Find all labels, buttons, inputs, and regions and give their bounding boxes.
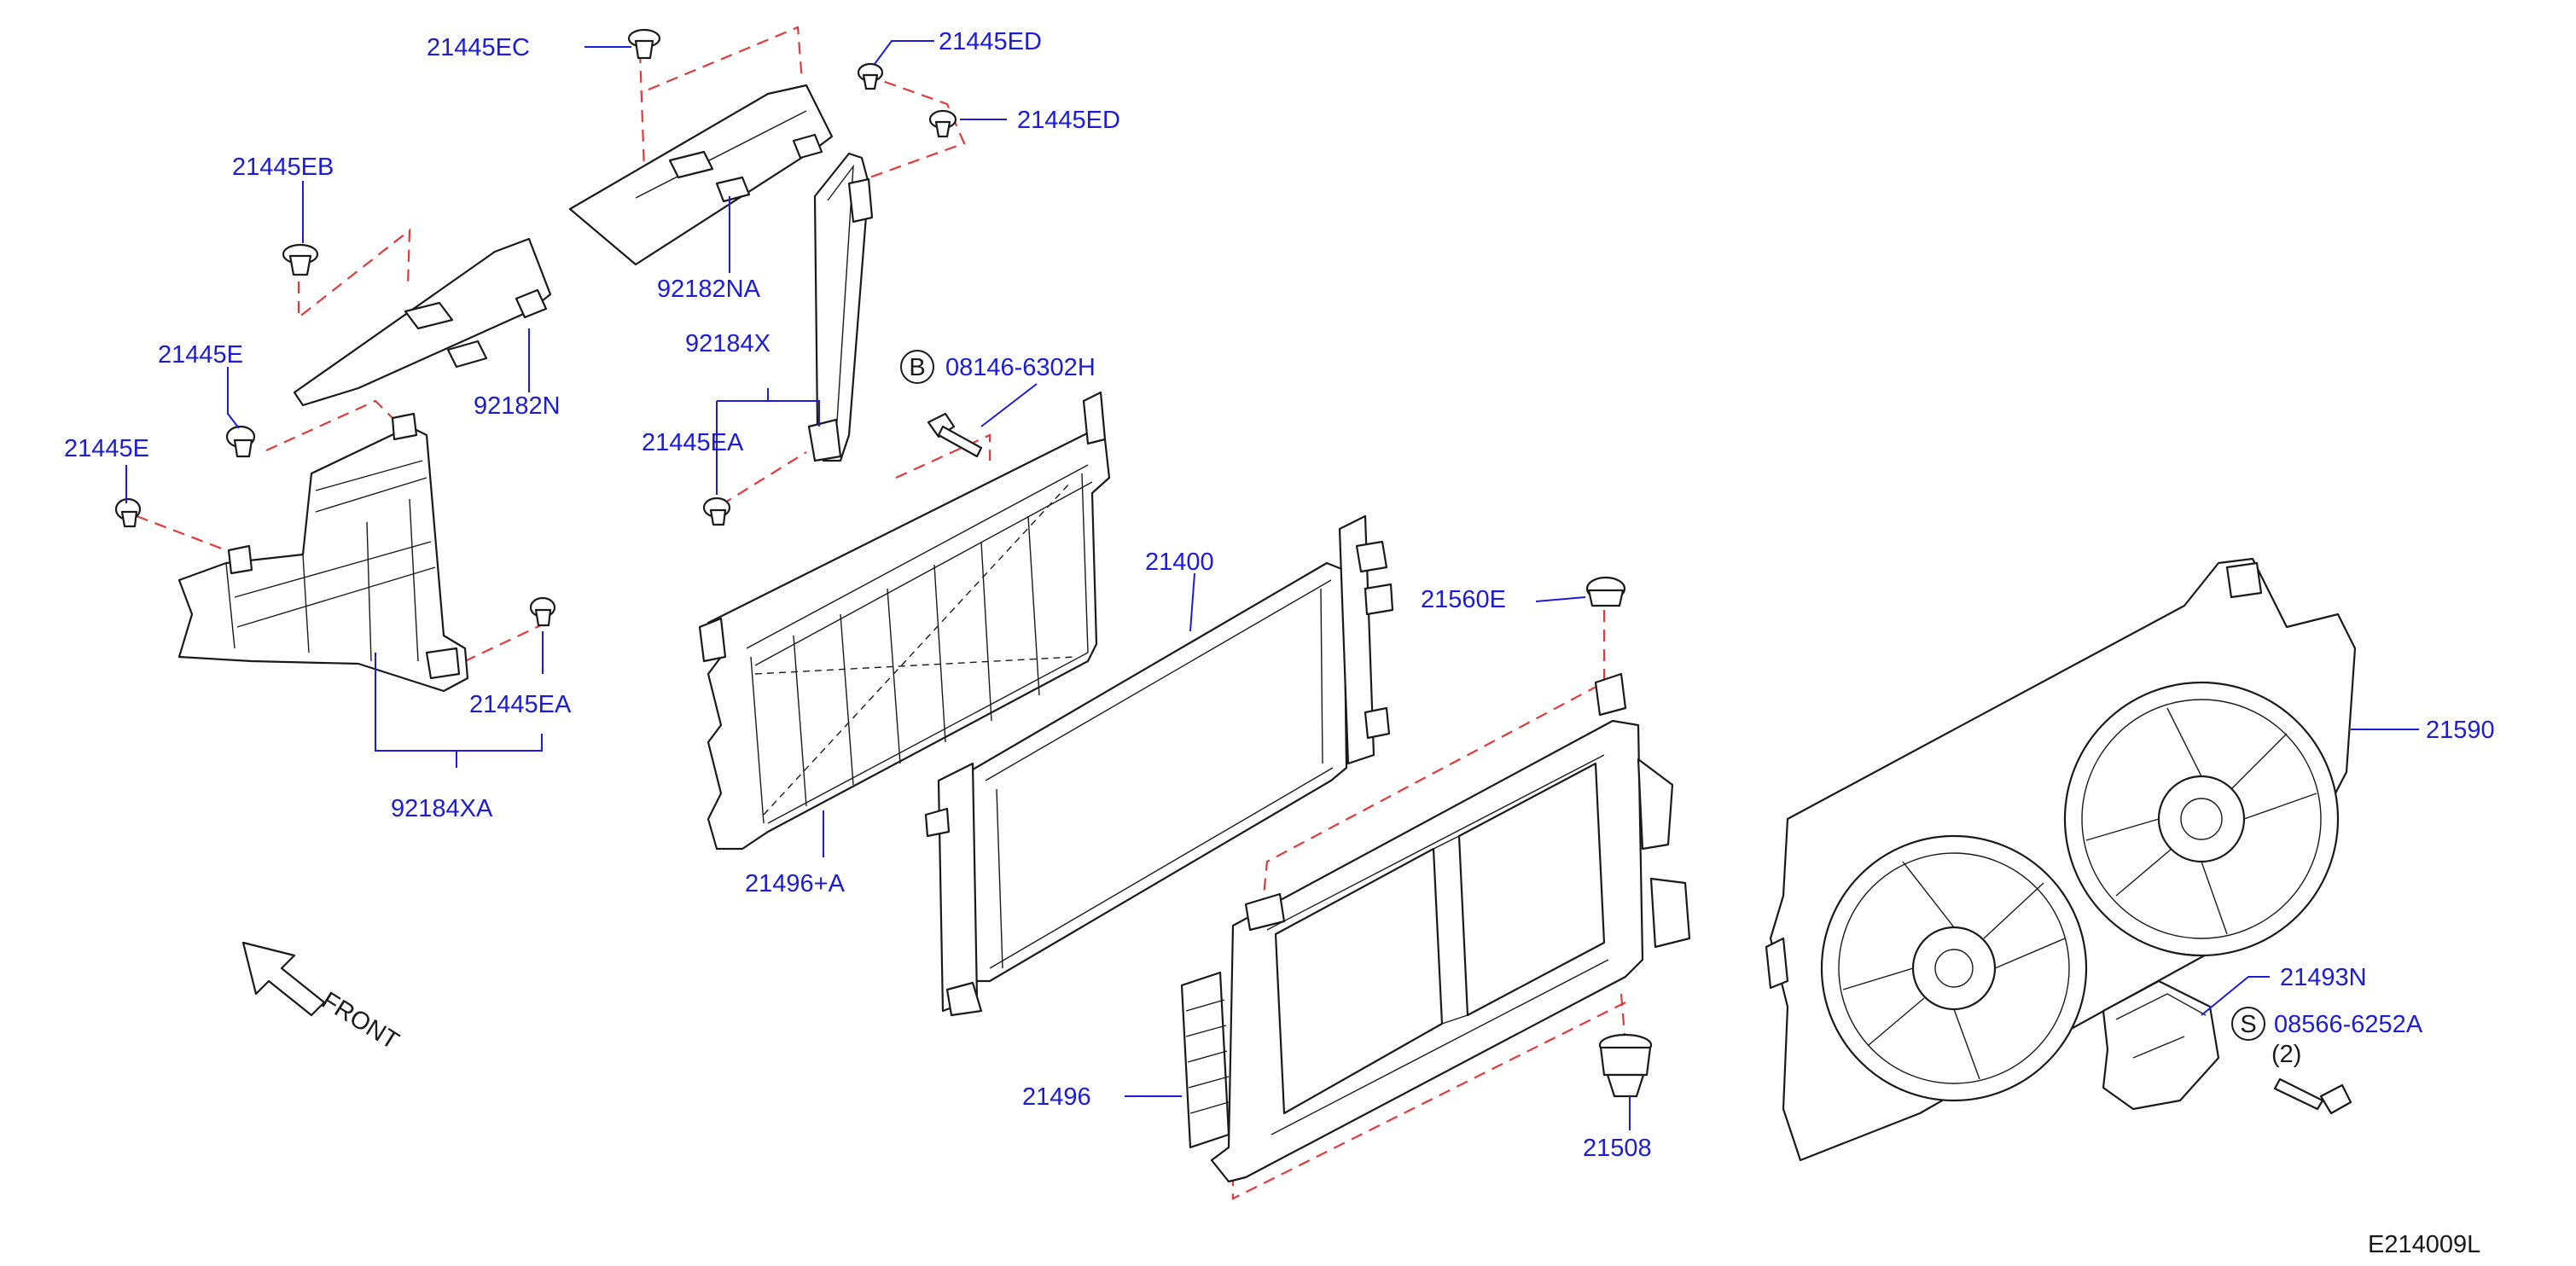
clip-21445ED-a: [857, 62, 884, 90]
fan-shroud-21590: [1765, 557, 2357, 1162]
callout-21445ED-b: 21445ED: [1017, 107, 1120, 134]
callout-08566-6252A: 08566-6252A: [2274, 1011, 2423, 1038]
callout-labels: 21445EC 21445ED 21445ED 21445EB 92182NA …: [64, 28, 2495, 1258]
svg-text:B: B: [909, 354, 925, 381]
callout-21445EA-b: 21445EA: [469, 691, 572, 718]
callout-21493N: 21493N: [2280, 964, 2367, 991]
radiator-21496: [1180, 672, 1691, 1183]
svg-text:S: S: [2240, 1011, 2256, 1038]
callout-92184X: 92184X: [685, 330, 770, 357]
condenser-21400: [924, 514, 1394, 1017]
badge-b: B: [900, 350, 934, 384]
callout-21445E-a: 21445E: [158, 341, 243, 369]
callout-21445EA-a: 21445EA: [642, 429, 744, 456]
clip-21445E-b: [114, 497, 142, 528]
callout-21508: 21508: [1583, 1135, 1652, 1162]
callout-92184XA: 92184XA: [391, 795, 493, 822]
fasteners: [114, 28, 2352, 1115]
callout-21590: 21590: [2426, 717, 2495, 744]
diagram-code: E214009L: [2368, 1231, 2480, 1258]
callout-92182N: 92182N: [474, 392, 561, 420]
air-deflector-92182N: [293, 237, 552, 407]
side-seal-92184X: [807, 152, 874, 462]
grommet-21560E: [1585, 576, 1626, 607]
callout-92182NA: 92182NA: [657, 276, 761, 303]
air-deflector-92182NA: [568, 84, 834, 266]
clip-21445EA-b: [529, 596, 556, 627]
callout-21496: 21496: [1022, 1083, 1091, 1111]
bolt-08566-6252A: [2273, 1077, 2352, 1115]
clip-21445EC: [627, 28, 661, 60]
side-seal-92184XA: [177, 412, 469, 693]
front-label: FRONT: [317, 987, 404, 1055]
condenser-frame-21496A: [698, 391, 1111, 851]
callout-21445EC: 21445EC: [427, 34, 530, 61]
leader-lines: [125, 40, 2419, 1130]
callout-21496A: 21496+A: [745, 870, 846, 897]
clip-21445E-a: [225, 425, 256, 458]
callout-21445ED-a: 21445ED: [939, 28, 1042, 55]
fan-resistor-21493N: [2102, 979, 2220, 1111]
mount-21508: [1598, 1033, 1653, 1098]
clip-21445EA-a: [702, 497, 731, 526]
callout-08146-6302H: 08146-6302H: [945, 354, 1096, 381]
clip-21445EB: [282, 243, 319, 276]
callout-quantity: (2): [2271, 1041, 2301, 1068]
badge-s: S: [2231, 1007, 2265, 1041]
bolt-08146-6302H: [927, 412, 983, 458]
callout-21445E-b: 21445E: [64, 435, 149, 462]
clip-21445ED-b: [928, 109, 957, 138]
assembly-dash-lines: [136, 26, 1627, 1200]
callout-21560E: 21560E: [1421, 586, 1506, 613]
callout-21445EB: 21445EB: [232, 154, 334, 181]
front-direction-arrow: FRONT: [241, 941, 404, 1055]
callout-21400: 21400: [1145, 549, 1214, 576]
